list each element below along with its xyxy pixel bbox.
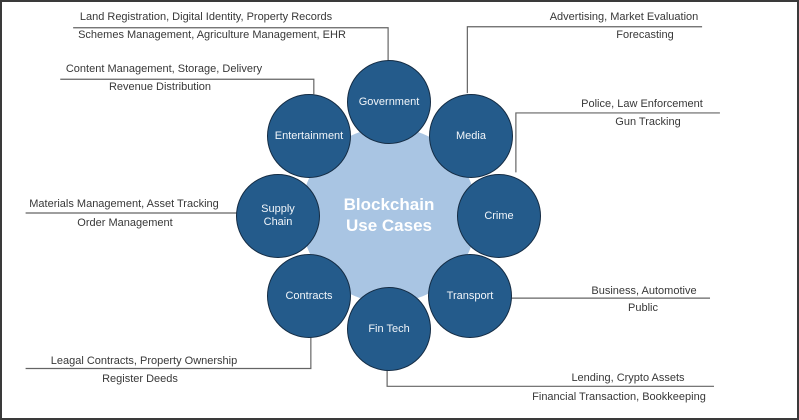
node-fintech-label: Fin Tech bbox=[368, 322, 410, 335]
node-entertainment-label: Entertainment bbox=[274, 129, 344, 142]
node-contracts: Contracts bbox=[267, 254, 351, 338]
node-media-label: Media bbox=[456, 129, 486, 142]
connector-crime bbox=[515, 112, 720, 173]
node-contracts-label: Contracts bbox=[285, 289, 333, 302]
annotation-entertainment-secondary: Revenue Distribution bbox=[108, 81, 212, 93]
node-transport-label: Transport bbox=[446, 289, 494, 302]
node-crime-label: Crime bbox=[484, 209, 514, 222]
node-supply-chain: Supply Chain bbox=[236, 174, 320, 258]
annotation-media-primary: Advertising, Market Evaluation bbox=[549, 11, 699, 23]
annotation-fintech-primary: Lending, Crypto Assets bbox=[571, 372, 685, 384]
annotation-government-primary: Land Registration, Digital Identity, Pro… bbox=[79, 11, 333, 23]
node-transport: Transport bbox=[428, 254, 512, 338]
annotation-crime-secondary: Gun Tracking bbox=[615, 116, 681, 128]
node-government-label: Government bbox=[358, 95, 420, 108]
connector-media bbox=[466, 26, 703, 94]
annotation-government-secondary: Schemes Management, Agriculture Manageme… bbox=[78, 29, 346, 41]
annotation-contracts-primary: Leagal Contracts, Property Ownership bbox=[50, 355, 238, 367]
connector-entertainment bbox=[60, 78, 315, 95]
annotation-transport-secondary: Public bbox=[628, 302, 658, 314]
center-title-line1: Blockchain bbox=[343, 195, 435, 214]
annotation-transport-primary: Business, Automotive bbox=[591, 285, 697, 297]
node-supply-chain-label: Supply Chain bbox=[261, 203, 295, 228]
node-fintech: Fin Tech bbox=[347, 287, 431, 371]
node-entertainment: Entertainment bbox=[267, 94, 351, 178]
annotation-contracts-secondary: Register Deeds bbox=[102, 373, 178, 385]
center-title-line2: Use Cases bbox=[345, 216, 432, 235]
annotation-supply-chain-primary: Materials Management, Asset Tracking bbox=[29, 198, 219, 210]
connector-government bbox=[73, 27, 389, 61]
annotation-supply-chain-secondary: Order Management bbox=[77, 217, 173, 229]
node-crime: Crime bbox=[457, 174, 541, 258]
annotation-crime-primary: Police, Law Enforcement bbox=[581, 98, 703, 110]
annotation-fintech-secondary: Financial Transaction, Bookkeeping bbox=[532, 391, 706, 403]
connector-fintech bbox=[386, 366, 714, 387]
node-media: Media bbox=[429, 94, 513, 178]
node-government: Government bbox=[347, 60, 431, 144]
connector-contracts bbox=[25, 333, 312, 370]
annotation-media-secondary: Forecasting bbox=[616, 29, 674, 41]
annotation-entertainment-primary: Content Management, Storage, Delivery bbox=[65, 63, 263, 75]
